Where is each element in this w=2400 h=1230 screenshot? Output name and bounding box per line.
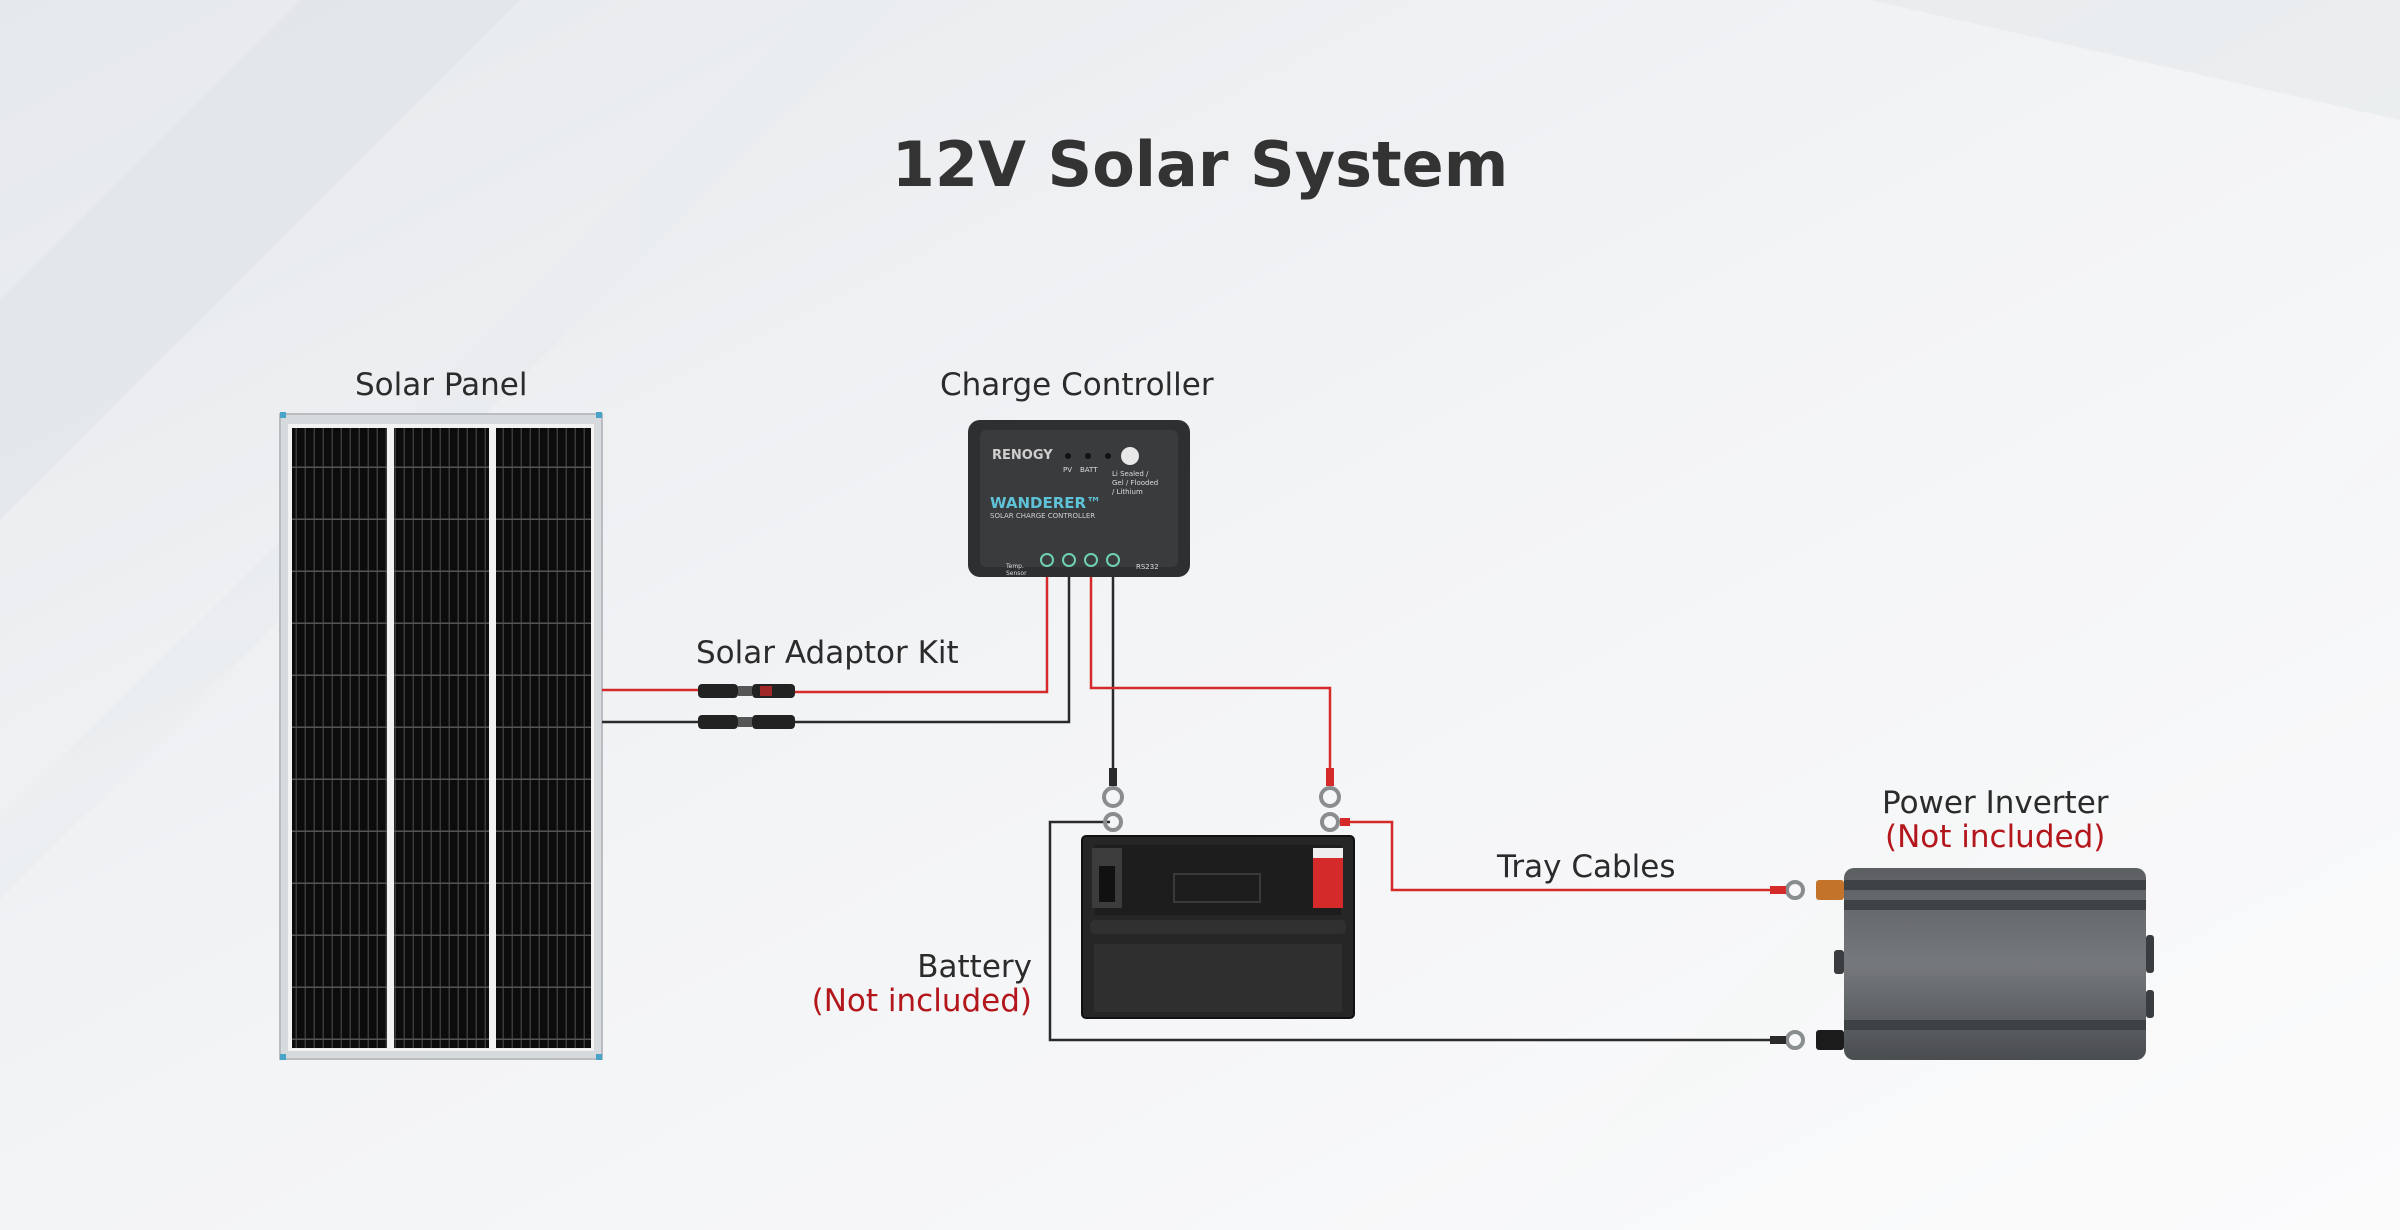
- controller-temp-sensor: Temp. Sensor: [1006, 563, 1027, 577]
- inverter-label: Power Inverter: [1882, 785, 2109, 821]
- charge-controller-label: Charge Controller: [940, 367, 1214, 403]
- adaptor-kit-label: Solar Adaptor Kit: [696, 635, 959, 671]
- battery: [1081, 835, 1355, 1019]
- controller-rs232: RS232: [1136, 563, 1159, 571]
- charge-controller: [968, 420, 1190, 577]
- tray-positive-wire: [1345, 820, 1775, 892]
- controller-battery-types: Li Sealed / Gel / Flooded / Lithium: [1112, 470, 1159, 497]
- inverter-note: (Not included): [1885, 819, 2106, 855]
- ring-terminals: [1102, 768, 1805, 1050]
- controller-brand: RENOGY: [992, 448, 1053, 463]
- solar-panel: [279, 412, 603, 1060]
- page-title: 12V Solar System: [891, 128, 1509, 201]
- battery-note: (Not included): [811, 983, 1032, 1019]
- solar-panel-label: Solar Panel: [355, 367, 528, 403]
- adaptor-kit-connectors: [698, 684, 795, 729]
- controller-led-batt: BATT: [1080, 466, 1098, 474]
- controller-subtitle: SOLAR CHARGE CONTROLLER: [990, 512, 1096, 520]
- adaptor-positive-wire: [795, 575, 1049, 694]
- controller-led-pv: PV: [1063, 466, 1073, 474]
- battery-label: Battery: [917, 949, 1032, 985]
- controller-model: WANDERER™: [990, 494, 1102, 512]
- controller-positive-wire: [1089, 575, 1332, 770]
- tray-cables-label: Tray Cables: [1497, 849, 1676, 885]
- power-inverter: [1816, 868, 2154, 1060]
- tray-negative-wire: [1048, 820, 1775, 1042]
- adaptor-negative-wire: [795, 575, 1071, 724]
- wiring: [602, 575, 1775, 1042]
